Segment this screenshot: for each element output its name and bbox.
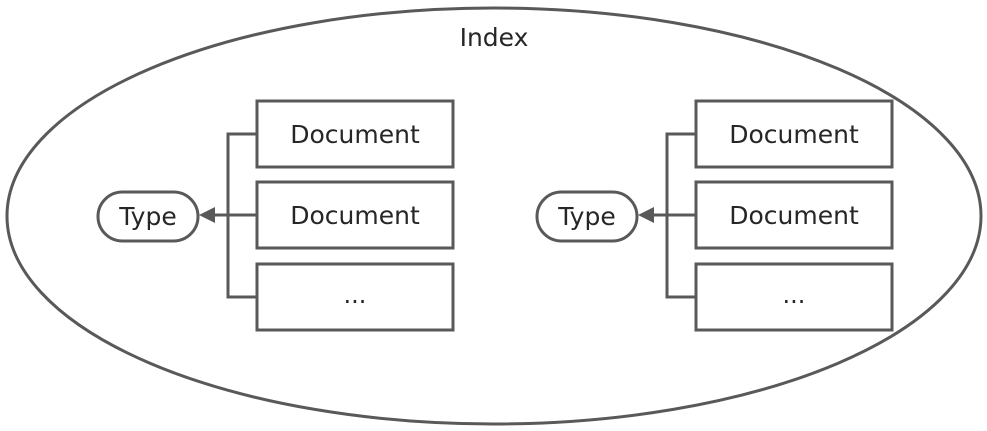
document-box: [255, 99, 455, 169]
arrowhead-left: [199, 207, 215, 223]
document-ellipsis-label: ...: [783, 281, 806, 309]
index-label: Index: [460, 23, 529, 52]
document-label: Document: [290, 201, 420, 230]
document-box: [694, 99, 894, 169]
type-label-right: Type: [557, 202, 615, 231]
type-label-left: Type: [118, 202, 176, 231]
type-node-right: [535, 190, 639, 243]
document-label: Document: [729, 120, 859, 149]
document-box-more: [694, 262, 894, 332]
document-box: [255, 180, 455, 250]
type-group-left: Type Document Document ...: [96, 99, 455, 332]
index-ellipse: [5, 6, 983, 426]
document-label: Document: [729, 201, 859, 230]
type-group-right: Type Document Document ...: [535, 99, 894, 332]
arrowhead-right: [638, 207, 654, 223]
type-node-left: [96, 190, 200, 243]
document-ellipsis-label: ...: [344, 281, 367, 309]
document-box: [694, 180, 894, 250]
document-box-more: [255, 262, 455, 332]
document-label: Document: [290, 120, 420, 149]
